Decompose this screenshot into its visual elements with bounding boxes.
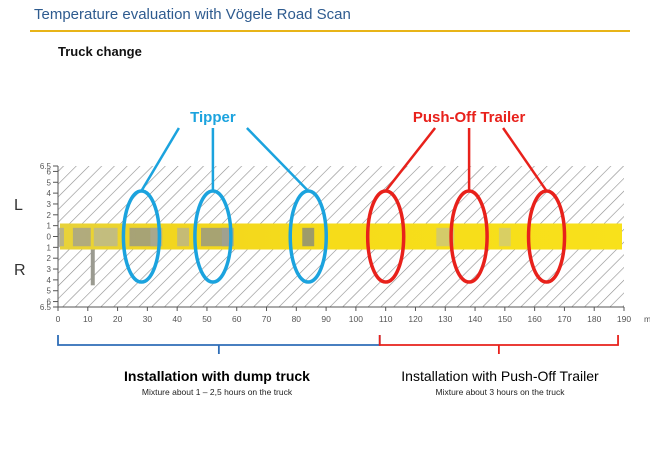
x-tick-label: 50 [202,314,212,324]
callout-connector [384,127,437,192]
y-tick-label: 5 [47,287,52,296]
x-tick-label: 20 [113,314,123,324]
y-tick-label: 2 [47,211,52,220]
callout-connector [502,127,548,192]
y-tick-label: 1 [47,222,52,231]
dump-truck-bracket [57,335,381,354]
side-label-left: L [14,197,23,214]
x-tick-label: 100 [349,314,363,324]
y-tick-label: 6 [47,167,52,176]
y-tick-label: 2 [47,254,52,263]
x-tick-label: 170 [557,314,571,324]
x-tick-label: 10 [83,314,93,324]
x-tick-label: 180 [587,314,601,324]
push-off-caption: Installation with Push-Off Trailer Mixtu… [382,368,618,397]
cool-patch [72,227,91,247]
x-tick-label: 120 [408,314,422,324]
x-tick-label: 150 [498,314,512,324]
x-tick-label: 140 [468,314,482,324]
side-label-right: R [14,262,26,279]
x-tick-label: 60 [232,314,242,324]
cool-patch [58,227,64,247]
x-tick-label: 70 [262,314,272,324]
y-tick-label: 6.5 [40,162,52,171]
callout-connector [140,127,180,192]
cool-patch [150,227,163,247]
cool-patch [221,227,234,247]
push-off-caption-title: Installation with Push-Off Trailer [401,368,599,384]
y-tick-label: 4 [47,276,52,285]
y-tick-label: 3 [47,265,52,274]
title-underline [30,30,630,32]
y-tick-label: 3 [47,200,52,209]
y-tick-label: 6 [47,298,52,307]
dump-truck-caption-title: Installation with dump truck [124,368,310,384]
cool-patch [93,227,118,247]
cool-patch [302,227,315,247]
y-tick-label: 1 [47,243,52,252]
cool-patch [177,227,190,247]
x-tick-label: 40 [172,314,182,324]
x-tick-label: 130 [438,314,452,324]
y-tick-label: 0 [47,233,52,242]
y-tick-label: 6.5 [40,303,52,312]
dump-truck-caption: Installation with dump truck Mixture abo… [58,368,376,397]
x-tick-label: 30 [143,314,153,324]
x-tick-label: 160 [528,314,542,324]
y-tick-label: 4 [47,189,52,198]
push-off-caption-note: Mixture about 3 hours on the truck [435,387,565,397]
x-tick-label: 80 [292,314,302,324]
x-tick-label: 190 [617,314,631,324]
callout-connector [246,127,310,192]
push-off-bracket [378,335,619,354]
slide-subtitle: Truck change [58,44,142,59]
tipper-label: Tipper [190,109,236,126]
cool-patch [498,227,511,247]
x-unit-label: m [644,314,650,324]
dump-truck-caption-note: Mixture about 1 – 2,5 hours on the truck [141,387,293,397]
slide-title: Temperature evaluation with Vögele Road … [34,6,351,23]
x-tick-label: 110 [379,314,393,324]
cool-drip [90,249,95,286]
y-tick-label: 5 [47,178,52,187]
push-off-trailer-label: Push-Off Trailer [413,109,526,126]
x-tick-label: 0 [56,314,61,324]
x-tick-label: 90 [321,314,331,324]
